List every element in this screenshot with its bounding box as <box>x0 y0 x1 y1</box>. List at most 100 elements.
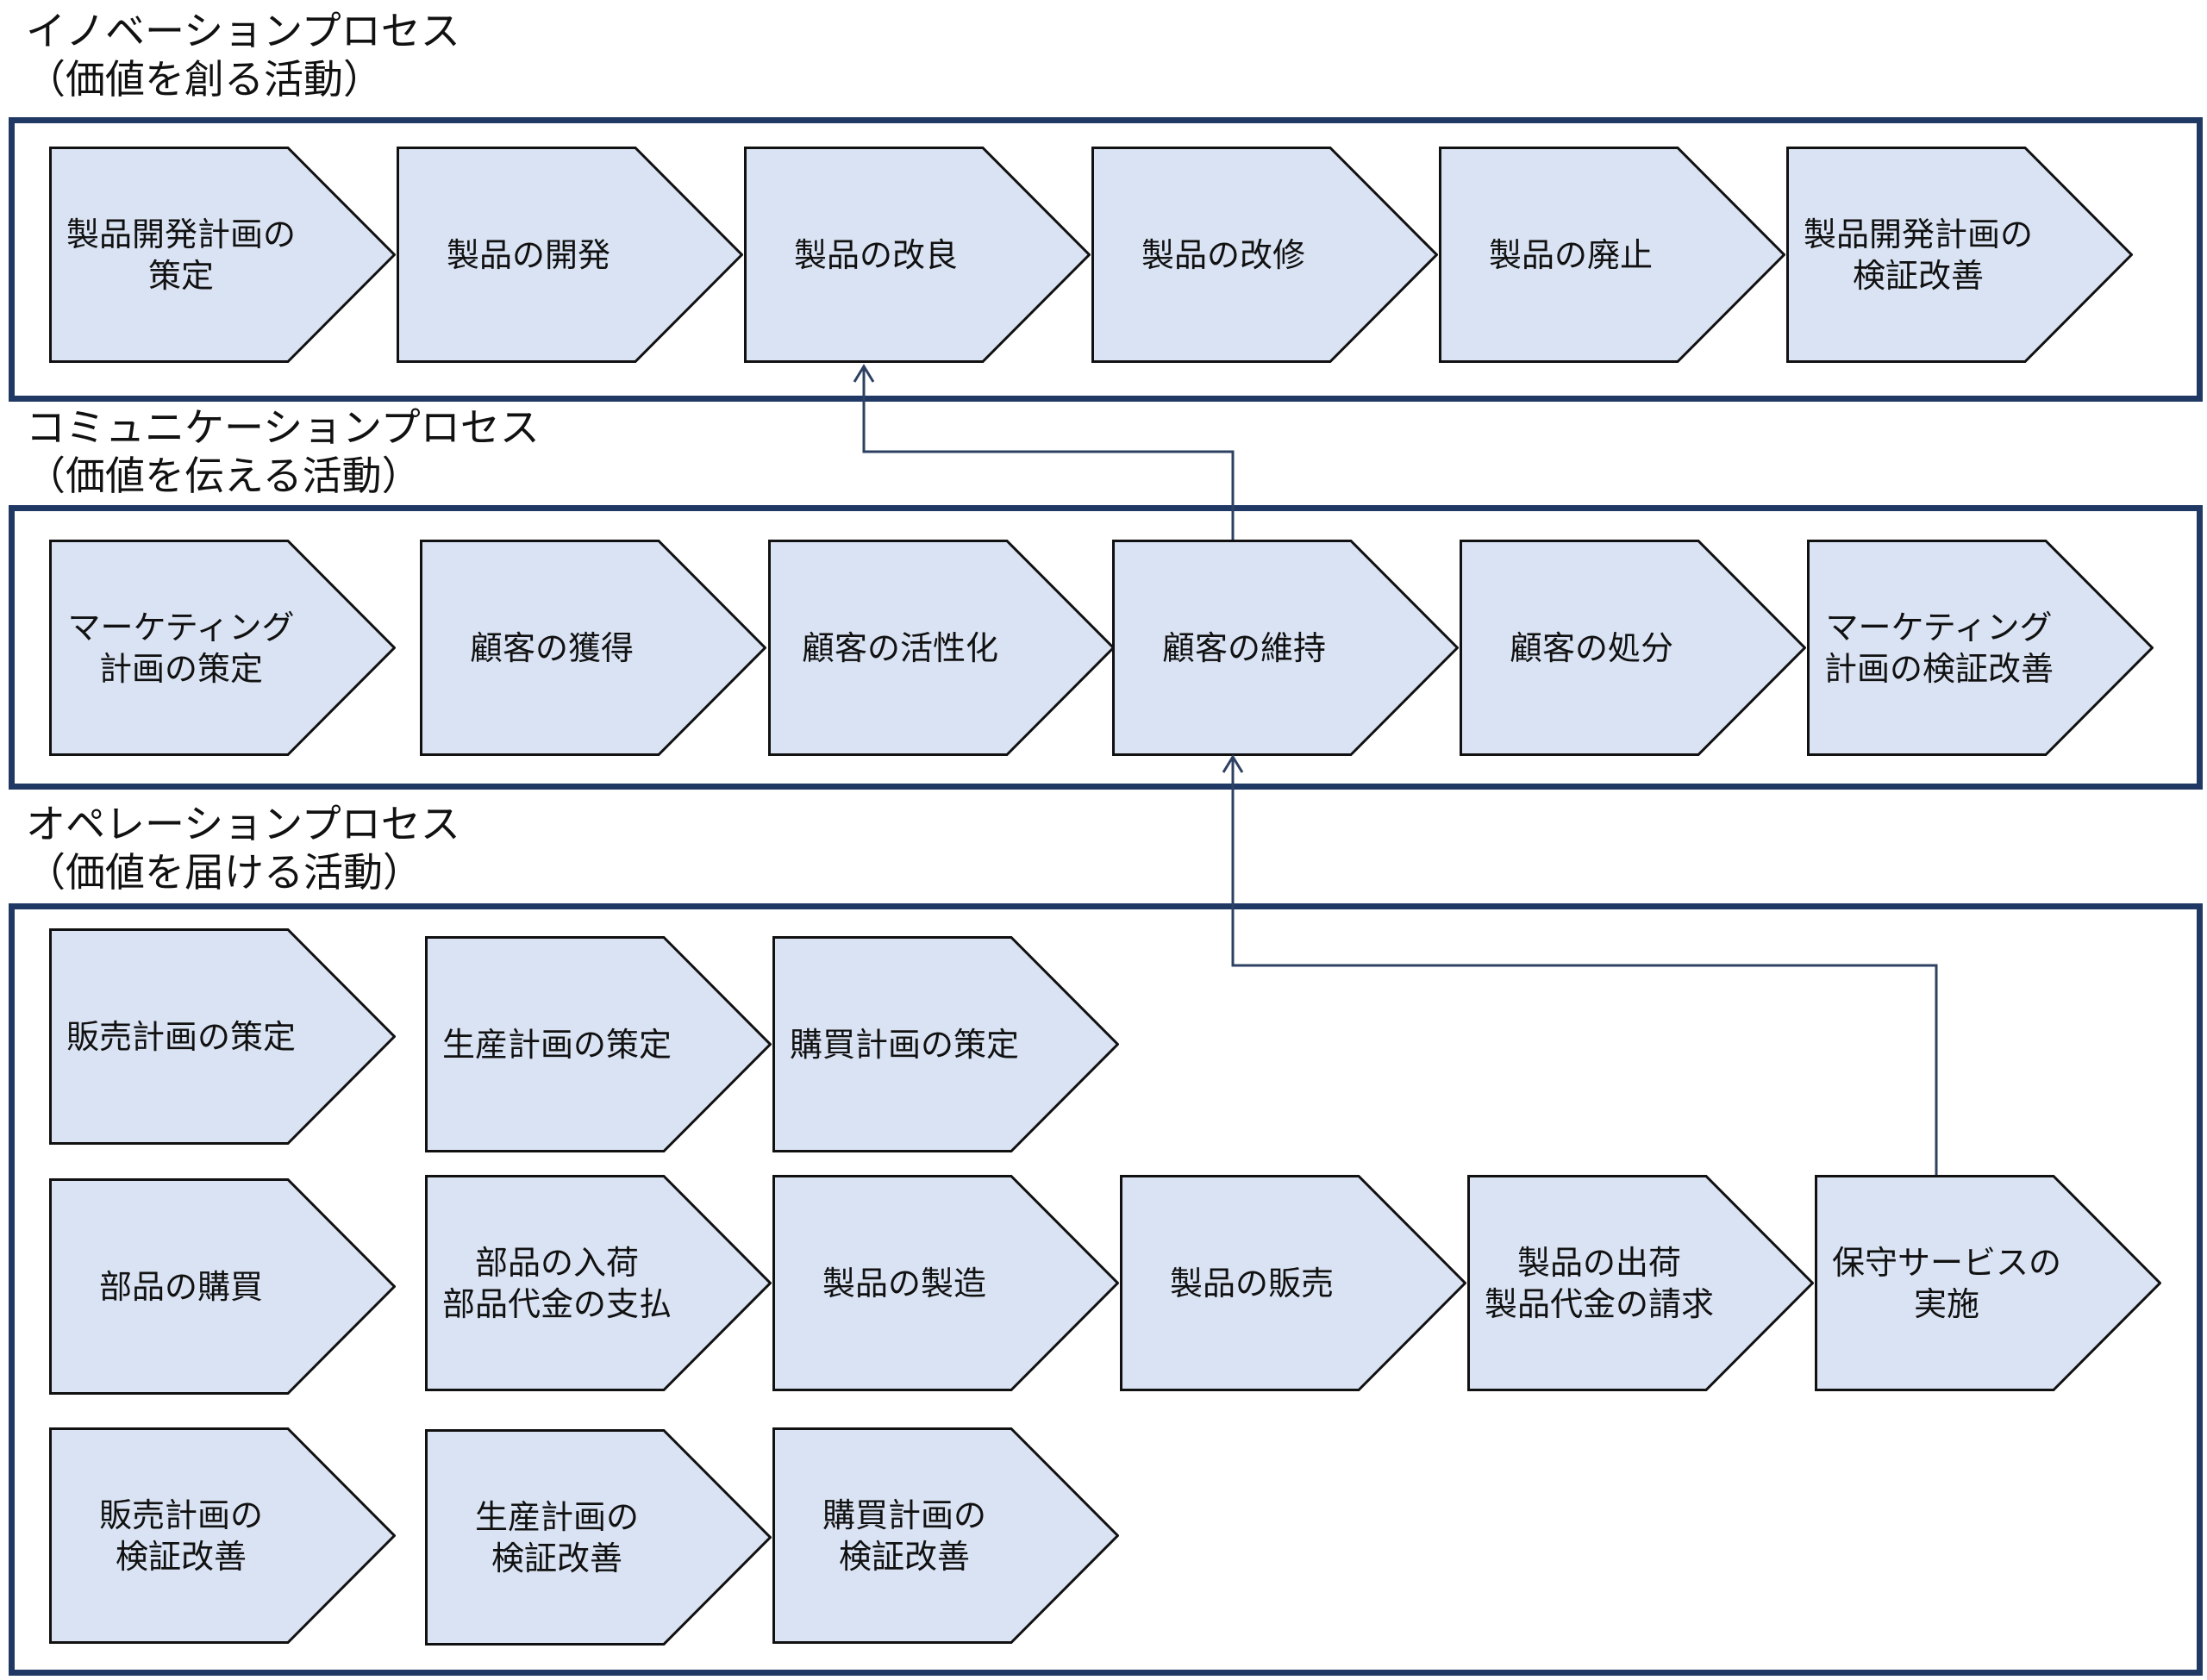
step-parts-purchase: 部品の購買 <box>49 1178 396 1395</box>
communication-title: コミュニケーションプロセス <box>26 404 540 451</box>
step-chevron <box>420 540 766 756</box>
step-shape <box>772 936 1119 1152</box>
operation-section-box <box>9 903 2203 1676</box>
step-label: 購買計画の 検証改善 <box>822 1496 986 1576</box>
step-label: マーケティング 計画の検証改善 <box>1823 608 2054 688</box>
step-chevron <box>49 540 396 756</box>
step-chevron <box>772 1175 1119 1391</box>
step-product-sales: 製品の販売 <box>1120 1175 1466 1391</box>
step-chevron <box>1439 147 1785 363</box>
step-shape <box>49 928 396 1145</box>
step-chevron <box>49 928 396 1145</box>
step-shipping-billing: 製品の出荷 製品代金の請求 <box>1467 1175 1814 1391</box>
step-product-discontinue: 製品の廃止 <box>1439 147 1785 363</box>
step-production-plan: 生産計画の策定 <box>425 936 772 1152</box>
step-label: 顧客の獲得 <box>469 628 634 667</box>
step-chevron <box>425 1429 772 1646</box>
step-chevron <box>1091 147 1438 363</box>
step-label: 製品開発計画の 検証改善 <box>1803 215 2033 295</box>
step-shape <box>1460 540 1806 756</box>
step-sales-plan: 販売計画の策定 <box>49 928 396 1145</box>
step-shape <box>49 540 396 756</box>
step-purchase-plan-review: 購買計画の 検証改善 <box>772 1427 1119 1644</box>
step-chevron <box>768 540 1115 756</box>
step-shape <box>49 147 396 363</box>
step-shape <box>425 1175 772 1391</box>
step-marketing-plan-review: マーケティング 計画の検証改善 <box>1807 540 2154 756</box>
step-label: 顧客の活性化 <box>801 628 998 667</box>
step-chevron <box>1807 540 2154 756</box>
step-chevron <box>425 936 772 1152</box>
step-production-plan-review: 生産計画の 検証改善 <box>425 1429 772 1646</box>
step-label: 保守サービスの 実施 <box>1831 1243 2061 1323</box>
step-shape <box>1439 147 1785 363</box>
step-customer-disposal: 顧客の処分 <box>1460 540 1806 756</box>
step-shape <box>1807 540 2154 756</box>
step-chevron <box>1786 147 2133 363</box>
communication-section-title: コミュニケーションプロセス （価値を伝える活動） <box>26 403 540 500</box>
step-marketing-plan: マーケティング 計画の策定 <box>49 540 396 756</box>
step-product-development: 製品の開発 <box>397 147 743 363</box>
step-label: 部品の購買 <box>98 1267 263 1306</box>
step-shape <box>772 1175 1119 1391</box>
step-label: 製品の廃止 <box>1488 235 1653 274</box>
step-label: 購買計画の策定 <box>789 1025 1019 1064</box>
step-maintenance-service: 保守サービスの 実施 <box>1815 1175 2161 1391</box>
step-shape <box>1091 147 1438 363</box>
step-chevron <box>1460 540 1806 756</box>
step-chevron <box>1120 1175 1466 1391</box>
step-label: 顧客の処分 <box>1509 628 1673 667</box>
step-label: 生産計画の策定 <box>441 1025 672 1064</box>
step-label: 顧客の維持 <box>1161 628 1326 667</box>
step-customer-retention: 顧客の維持 <box>1112 540 1459 756</box>
step-shape <box>768 540 1115 756</box>
step-chevron <box>1467 1175 1814 1391</box>
step-label: 製品の改修 <box>1141 235 1305 274</box>
step-chevron <box>425 1175 772 1391</box>
step-shape <box>49 1427 396 1644</box>
step-shape <box>397 147 743 363</box>
step-product-plan: 製品開発計画の 策定 <box>49 147 396 363</box>
step-label: 生産計画の 検証改善 <box>474 1497 639 1577</box>
step-parts-receipt: 部品の入荷 部品代金の支払 <box>425 1175 772 1391</box>
step-customer-acquisition: 顧客の獲得 <box>420 540 766 756</box>
operation-subtitle: （価値を届ける活動） <box>26 849 422 896</box>
step-shape <box>49 1178 396 1395</box>
step-chevron <box>772 1427 1119 1644</box>
step-product-plan-review: 製品開発計画の 検証改善 <box>1786 147 2133 363</box>
operation-title: オペレーションプロセス <box>26 801 460 847</box>
step-shape <box>425 1429 772 1646</box>
step-customer-activation: 顧客の活性化 <box>768 540 1115 756</box>
step-shape <box>1786 147 2133 363</box>
innovation-title: イノベーションプロセス <box>26 8 460 54</box>
step-label: 製品の開発 <box>446 235 610 274</box>
communication-subtitle: （価値を伝える活動） <box>26 453 422 499</box>
step-product-repair: 製品の改修 <box>1091 147 1438 363</box>
step-chevron <box>49 1427 396 1644</box>
step-sales-plan-review: 販売計画の 検証改善 <box>49 1427 396 1644</box>
step-chevron <box>1112 540 1459 756</box>
step-chevron <box>772 936 1119 1152</box>
step-shape <box>772 1427 1119 1644</box>
step-shape <box>1467 1175 1814 1391</box>
innovation-section-title: イノベーションプロセス （価値を創る活動） <box>26 7 460 103</box>
step-shape <box>1815 1175 2161 1391</box>
step-chevron <box>49 1178 396 1395</box>
step-label: 製品の出荷 製品代金の請求 <box>1484 1243 1714 1323</box>
innovation-subtitle: （価値を創る活動） <box>26 56 383 103</box>
step-manufacturing: 製品の製造 <box>772 1175 1119 1391</box>
step-label: 販売計画の 検証改善 <box>98 1496 263 1576</box>
step-shape <box>1112 540 1459 756</box>
step-label: 製品の製造 <box>822 1264 986 1302</box>
step-label: マーケティング 計画の策定 <box>67 608 295 688</box>
step-product-improvement: 製品の改良 <box>744 147 1091 363</box>
step-label: 販売計画の策定 <box>66 1017 296 1056</box>
step-chevron <box>397 147 743 363</box>
step-label: 部品の入荷 部品代金の支払 <box>441 1243 672 1323</box>
step-shape <box>1120 1175 1466 1391</box>
step-shape <box>744 147 1091 363</box>
step-label: 製品の販売 <box>1169 1264 1334 1302</box>
step-shape <box>425 936 772 1152</box>
step-purchase-plan: 購買計画の策定 <box>772 936 1119 1152</box>
step-chevron <box>49 147 396 363</box>
